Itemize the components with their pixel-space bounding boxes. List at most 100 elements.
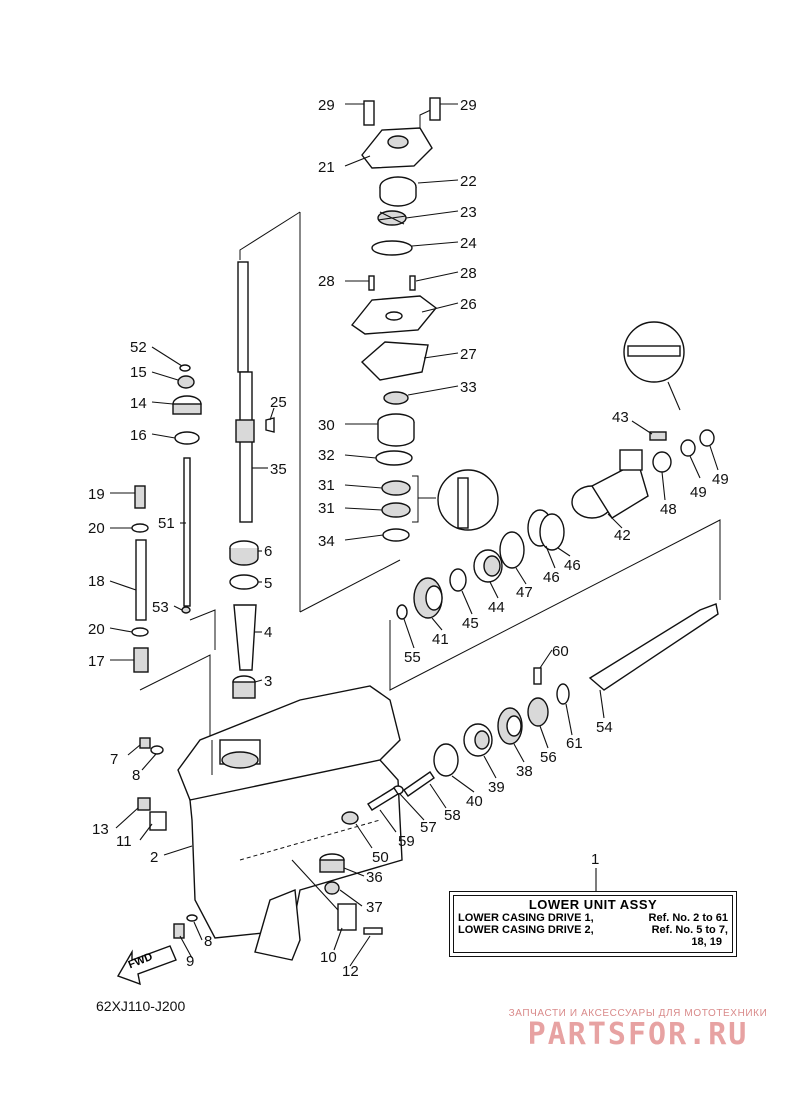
clip-20-upper — [131, 523, 149, 533]
o-ring-32 — [375, 450, 413, 466]
bolt-43 — [649, 431, 667, 441]
bearing-6 — [229, 540, 259, 566]
callout: 43 — [612, 409, 629, 426]
gasket-24 — [371, 240, 413, 256]
callout: 2 — [150, 849, 158, 866]
grommet-19 — [134, 485, 146, 509]
washer-49a — [680, 439, 696, 457]
bolt-29-left — [363, 100, 375, 126]
callout: 32 — [318, 447, 335, 464]
callout: 29 — [460, 97, 477, 114]
ring-52 — [179, 364, 191, 372]
anode-10 — [337, 903, 357, 931]
prop-shaft-housing — [571, 449, 649, 519]
assembly-row-1-name: LOWER CASING DRIVE 1, — [458, 912, 594, 924]
callout: 33 — [460, 379, 477, 396]
assembly-row-2-name: LOWER CASING DRIVE 2, — [458, 924, 594, 936]
callout: 46 — [564, 557, 581, 574]
oil-seal-31a — [381, 480, 411, 496]
shim-5 — [229, 574, 259, 590]
callout: 55 — [404, 649, 421, 666]
callout: 57 — [420, 819, 437, 836]
callout: 31 — [318, 500, 335, 517]
dowel-pin-left — [368, 275, 375, 291]
callout: 30 — [318, 417, 335, 434]
sleeve-4 — [233, 604, 257, 671]
callout: 49 — [712, 471, 729, 488]
callout: 22 — [460, 173, 477, 190]
oil-seal-31b — [381, 502, 411, 518]
seal-17 — [133, 647, 149, 673]
callout: 6 — [264, 543, 272, 560]
shift-cam-50 — [341, 811, 359, 825]
bolt-12 — [363, 927, 383, 935]
callout: 12 — [342, 963, 359, 980]
gasket-27 — [360, 341, 429, 381]
bolt-29-right — [429, 97, 441, 121]
callout: 20 — [88, 621, 105, 638]
callout: 5 — [264, 575, 272, 592]
grease-symbol-upper — [623, 321, 685, 383]
callout: 19 — [88, 486, 105, 503]
callout: 31 — [318, 477, 335, 494]
washer-8-lower — [186, 914, 198, 922]
callout: 45 — [462, 615, 479, 632]
assembly-row-1-ref: Ref. No. 2 to 61 — [648, 912, 728, 924]
callout: 28 — [460, 265, 477, 282]
bearing-48 — [652, 451, 672, 473]
o-ring-16 — [174, 431, 200, 445]
callout: 16 — [130, 427, 147, 444]
callout: 61 — [566, 735, 583, 752]
assembly-row-2-continuation: 18, 19 — [691, 936, 722, 948]
callout: 29 — [318, 97, 335, 114]
spring-58 — [403, 771, 435, 797]
assembly-legend-box: LOWER UNIT ASSY LOWER CASING DRIVE 1, Re… — [449, 891, 737, 957]
bearing-39 — [463, 723, 493, 757]
callout: 47 — [516, 584, 533, 601]
callout: 42 — [614, 527, 631, 544]
callout: 50 — [372, 849, 389, 866]
callout: 9 — [186, 953, 194, 970]
bolt-7 — [139, 737, 151, 749]
callout: 41 — [432, 631, 449, 648]
callout: 44 — [488, 599, 505, 616]
shift-plunger-59 — [367, 787, 399, 811]
washer-8-upper — [150, 745, 164, 755]
leader-lines — [109, 103, 719, 967]
callout: 34 — [318, 533, 335, 550]
callout: 8 — [132, 767, 140, 784]
watermark-brand: PARTSFOR.RU — [527, 1017, 749, 1052]
callout: 25 — [270, 394, 287, 411]
callout: 39 — [488, 779, 505, 796]
callout: 56 — [540, 749, 557, 766]
assembly-row-1: LOWER CASING DRIVE 1, Ref. No. 2 to 61 — [458, 912, 728, 924]
callout: 51 — [158, 515, 175, 532]
plate-11 — [149, 811, 167, 831]
lower-casing — [177, 685, 403, 961]
callout: 35 — [270, 461, 287, 478]
callout: 13 — [92, 821, 109, 838]
fwd-arrow-icon — [116, 945, 177, 986]
oil-seal-housing — [377, 413, 415, 447]
callout: 36 — [366, 869, 383, 886]
o-ring-46b — [539, 513, 565, 551]
callout: 18 — [88, 573, 105, 590]
callout: 26 — [460, 296, 477, 313]
drive-shaft — [235, 261, 255, 523]
callout: 17 — [88, 653, 105, 670]
propeller-shaft — [588, 603, 719, 691]
callout: 49 — [690, 484, 707, 501]
shim-40 — [433, 743, 459, 777]
callout: 7 — [110, 751, 118, 768]
impeller — [377, 210, 407, 226]
callout: 24 — [460, 235, 477, 252]
callout: 60 — [552, 643, 569, 660]
screw-9 — [173, 923, 185, 939]
clip-53 — [181, 606, 191, 614]
callout: 23 — [460, 204, 477, 221]
key-25 — [265, 417, 275, 433]
o-ring-47 — [499, 531, 525, 569]
forward-gear-38 — [497, 707, 523, 745]
pinion-36 — [319, 853, 345, 873]
